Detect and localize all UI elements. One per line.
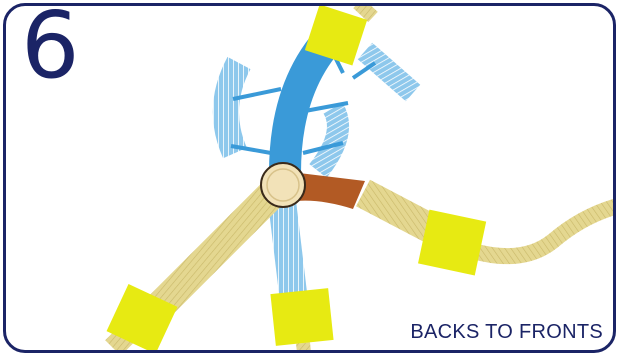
hub-joint-icon [260, 162, 306, 208]
bottom-tan-strip [296, 342, 311, 350]
step-number: 6 [21, 3, 80, 99]
lower-blue-strip [267, 191, 307, 295]
upper-right-blue-strip [357, 42, 421, 102]
bottom-yellow-square [270, 288, 334, 346]
right-yellow-square [418, 209, 487, 276]
brown-connector [297, 173, 365, 209]
step-card: 6 BACKS TO FRONTS [3, 3, 616, 353]
top-tan-strip [353, 6, 378, 23]
bottom-left-yellow-square [106, 284, 178, 350]
right-blue-strip [309, 102, 349, 178]
top-yellow-square [304, 6, 368, 66]
lower-left-tan-strip [142, 174, 292, 324]
pattern-diagram [105, 6, 613, 350]
far-right-tan-curve [470, 198, 613, 265]
left-blue-strip [213, 56, 251, 159]
caption-label: BACKS TO FRONTS [410, 321, 603, 343]
